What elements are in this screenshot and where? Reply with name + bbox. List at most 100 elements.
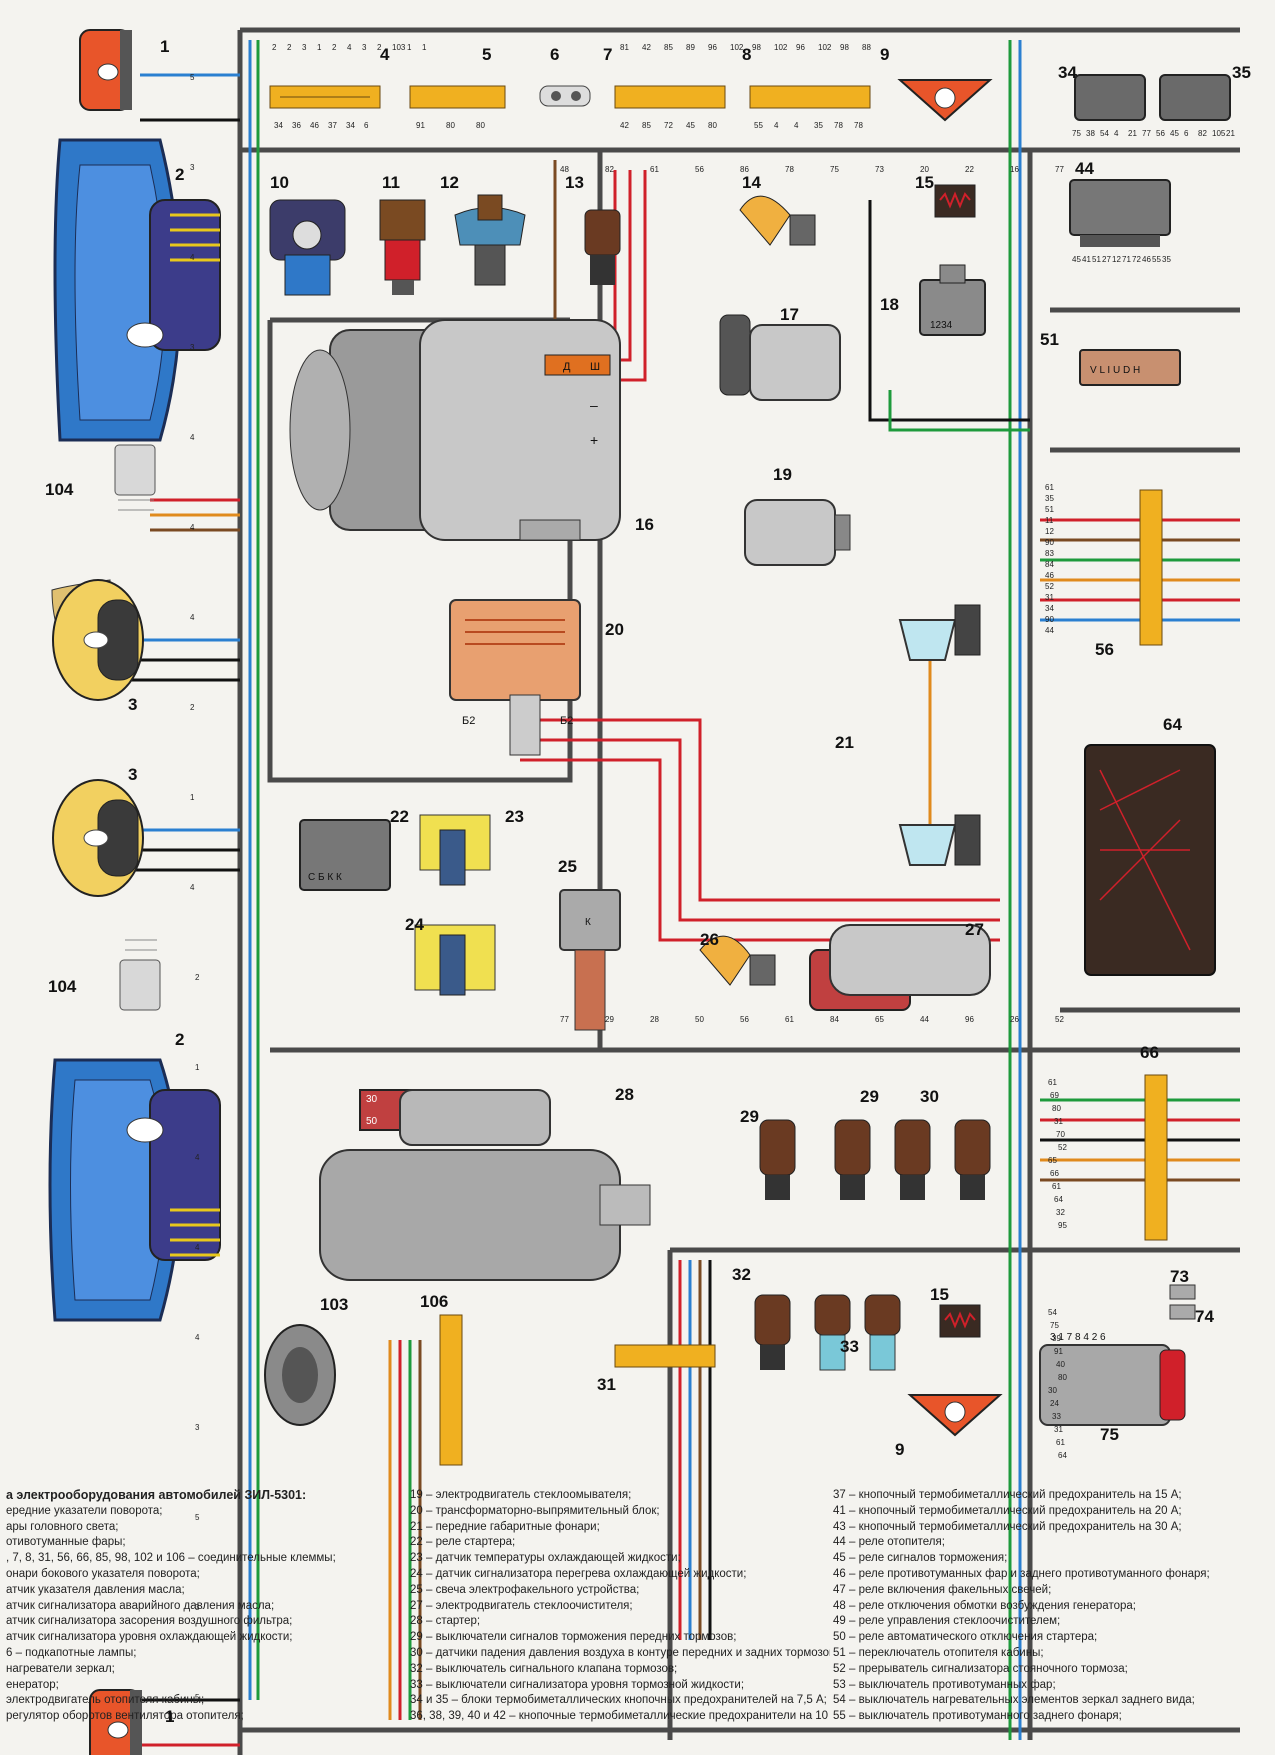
wire-number: 103 bbox=[392, 43, 406, 52]
component-label-103: 103 bbox=[320, 1295, 348, 1314]
hydrocorrector-104-top bbox=[114, 444, 156, 511]
wire-number: 56 bbox=[695, 165, 704, 174]
wire-number: 4 bbox=[794, 121, 799, 130]
legend-item: 32 – выключатель сигнального клапана тор… bbox=[410, 1662, 678, 1675]
wire-number: 1 bbox=[317, 43, 322, 52]
wire-number: 64 bbox=[1058, 1451, 1067, 1460]
wire-number: 4 bbox=[347, 43, 352, 52]
legend-item: 6 – подкапотные лампы; bbox=[6, 1646, 137, 1659]
wire-number: 3 bbox=[190, 343, 195, 352]
wire-number: 91 bbox=[1054, 1347, 1063, 1356]
starter-28: 30 50 bbox=[319, 1089, 651, 1281]
component-label-18: 18 bbox=[880, 295, 899, 314]
generator-terminal-plus: + bbox=[590, 432, 598, 448]
wire-number: 44 bbox=[920, 1015, 929, 1024]
starter-terminal-50: 50 bbox=[366, 1116, 378, 1127]
wire-number: 77 bbox=[1142, 129, 1151, 138]
wire-number: 22 bbox=[965, 165, 974, 174]
wire-number: 81 bbox=[620, 43, 629, 52]
legend-item: 44 – реле отопителя; bbox=[833, 1536, 945, 1549]
wire-number: 90 bbox=[1045, 538, 1054, 547]
wire-number: 2 bbox=[377, 43, 382, 52]
wire-number: 33 bbox=[1052, 1412, 1061, 1421]
legend-item: онари бокового указателя поворота; bbox=[6, 1567, 200, 1580]
headlamp-bottom bbox=[48, 1058, 221, 1322]
legend-item: 53 – выключатель противотуманных фар; bbox=[833, 1678, 1056, 1691]
wire-number: 45 bbox=[1170, 129, 1179, 138]
component-label-5: 5 bbox=[482, 45, 491, 64]
hydrocorrector-104-bottom bbox=[119, 939, 161, 1011]
component-label-27: 27 bbox=[965, 920, 984, 939]
legend-item: 25 – свеча электрофакельного устройства; bbox=[410, 1583, 640, 1596]
wire-number: 4 bbox=[190, 613, 195, 622]
wire-number: 78 bbox=[834, 121, 843, 130]
legend-item: нагреватели зеркал; bbox=[6, 1662, 115, 1675]
fuse-block-34 bbox=[1074, 74, 1146, 121]
wire-number: 78 bbox=[854, 121, 863, 130]
coolant-level-sensor-13 bbox=[584, 209, 621, 285]
brake-fluid-switch-33-right bbox=[864, 1294, 901, 1371]
wire-number: 75 bbox=[830, 165, 839, 174]
component-label-28: 28 bbox=[615, 1085, 634, 1104]
legend-item: 23 – датчик температуры охлаждающей жидк… bbox=[410, 1552, 681, 1565]
component-label-29: 29 bbox=[860, 1087, 879, 1106]
wire-number: 88 bbox=[862, 43, 871, 52]
wire-number: 77 bbox=[1055, 165, 1064, 174]
connector-6 bbox=[539, 85, 591, 107]
wire-number: 2 bbox=[195, 973, 200, 982]
component-label-74: 74 bbox=[1195, 1307, 1214, 1326]
wire-number: 37 bbox=[328, 121, 337, 130]
legend-item: , 7, 8, 31, 56, 66, 85, 98, 102 и 106 – … bbox=[6, 1552, 336, 1565]
component-label-11: 11 bbox=[382, 173, 400, 192]
component-label-56: 56 bbox=[1095, 640, 1114, 659]
mirror-heater-15-top bbox=[934, 184, 976, 218]
fog-lamp-upper bbox=[51, 579, 144, 701]
component-label-104: 104 bbox=[45, 480, 74, 499]
component-label-24: 24 bbox=[405, 915, 424, 934]
legend-item: 41 – кнопочный термобиметаллический пред… bbox=[833, 1504, 1182, 1517]
heater-relay-44 bbox=[1069, 179, 1171, 247]
terminal-block-106 bbox=[439, 1314, 463, 1466]
wire-number: 31 bbox=[1054, 1117, 1063, 1126]
legend-item: 24 – датчик сигнализатора перегрева охла… bbox=[410, 1567, 747, 1580]
legend-item: 28 – стартер; bbox=[410, 1615, 481, 1628]
wire-number: 44 bbox=[1045, 626, 1054, 635]
wire-number: 84 bbox=[830, 1015, 839, 1024]
parking-brake-lamp-9-bottom bbox=[907, 1394, 1003, 1437]
relay-box-64 bbox=[1084, 744, 1216, 976]
wire-number: 89 bbox=[686, 43, 695, 52]
legend-item: ередние указатели поворота; bbox=[6, 1504, 163, 1517]
component-label-26: 26 bbox=[700, 930, 719, 949]
wire-number: 73 bbox=[875, 165, 884, 174]
wire-number: 61 bbox=[650, 165, 659, 174]
wire-number: 12 bbox=[1045, 527, 1054, 536]
component-label-66: 66 bbox=[1140, 1043, 1159, 1062]
heater-fan-speed-regulator-18: 1234 bbox=[919, 264, 986, 336]
legend-item: 21 – передние габаритные фонари; bbox=[410, 1520, 600, 1533]
wire-number: 61 bbox=[1045, 483, 1054, 492]
component-label-10: 10 bbox=[270, 173, 289, 192]
wire-number: 75 bbox=[1072, 129, 1081, 138]
component-label-25: 25 bbox=[558, 857, 577, 876]
wire-number: 102 bbox=[730, 43, 744, 52]
wire-number: 5 bbox=[195, 1693, 200, 1702]
legend-item: отивотуманные фары; bbox=[6, 1536, 126, 1549]
wire-number: 2 bbox=[190, 703, 195, 712]
wire-number: 41 bbox=[1082, 255, 1091, 264]
wire-number: 56 bbox=[1156, 129, 1165, 138]
component-label-7: 7 bbox=[603, 45, 612, 64]
wire-number: 61 bbox=[1056, 1438, 1065, 1447]
wire-number: 46 bbox=[1142, 255, 1151, 264]
wire-number: 21 bbox=[1128, 129, 1137, 138]
wire-number: 40 bbox=[1056, 1360, 1065, 1369]
component-label-3: 3 bbox=[128, 765, 137, 784]
legend-item: регулятор оборотов вентилятора отопителя… bbox=[6, 1710, 244, 1723]
component-label-106: 106 bbox=[420, 1292, 448, 1311]
wire-number: 21 bbox=[1226, 129, 1235, 138]
component-label-2: 2 bbox=[175, 1030, 184, 1049]
coolant-temp-sensor-23 bbox=[419, 814, 491, 886]
wire-number: 80 bbox=[1052, 1104, 1061, 1113]
wire-number: 35 bbox=[1162, 255, 1171, 264]
